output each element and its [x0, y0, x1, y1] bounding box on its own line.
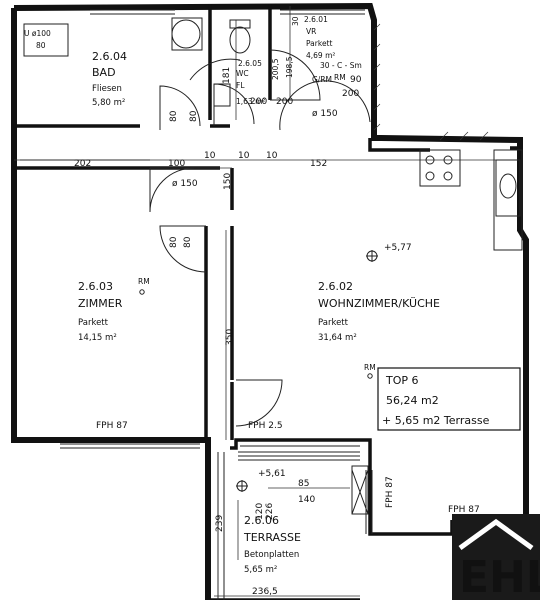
wohnen-number: 2.6.02 — [318, 280, 353, 293]
dim-350: 350 — [225, 329, 235, 346]
wohnen-area: 31,64 m² — [318, 333, 357, 343]
fixtures — [23, 17, 523, 515]
bad-floor: Fliesen — [92, 84, 122, 94]
wohnen-name: WOHNZIMMER/KÜCHE — [318, 297, 440, 310]
terrasse-number: 2.6.06 — [244, 514, 279, 527]
bad-area: 5,80 m² — [92, 98, 125, 108]
wc-number: 2.6.05 — [238, 59, 262, 68]
rm-zimmer: RM — [138, 277, 150, 286]
fph87-bottom: FPH 87 — [448, 505, 480, 515]
zimmer-name: ZIMMER — [78, 297, 123, 310]
dim-239: 239 — [215, 515, 225, 532]
fridge-icon — [495, 159, 521, 217]
toilet-icon — [229, 26, 251, 54]
dim-200c: 200 — [342, 89, 359, 99]
dim-150b: ø 150 — [312, 109, 338, 119]
dim-200b: 200 — [276, 97, 293, 107]
dim-181: 181 — [222, 67, 232, 84]
dim-150c: 150 — [223, 173, 233, 190]
dim-30: 30 — [291, 16, 300, 26]
vr-area: 4,69 m² — [306, 51, 335, 60]
fph25: FPH 2.5 — [248, 421, 283, 431]
summary-line2: 56,24 m2 — [386, 394, 439, 407]
wc-area: 1,63 m² — [236, 97, 265, 106]
hatch-wall — [373, 23, 489, 141]
dim-140: 140 — [298, 495, 315, 505]
vr-floor: Parkett — [306, 39, 332, 48]
bathtub — [23, 23, 69, 57]
summary-box — [377, 367, 521, 431]
logo-text: EHL — [459, 552, 540, 600]
dim-2005: 200,5 — [271, 58, 280, 80]
fph87-right: FPH 87 — [385, 476, 395, 508]
dim-150a: ø 150 — [172, 179, 198, 189]
interior-walls — [14, 4, 272, 440]
dim-80d: 80 — [189, 110, 199, 122]
dim-80c: 80 — [183, 236, 193, 248]
terrasse-floor: Betonplatten — [244, 550, 299, 560]
dim-10a: 10 — [204, 151, 216, 161]
dim-120: 120 — [255, 503, 265, 520]
dim-90: 90 — [350, 75, 362, 85]
outer-walls — [11, 2, 529, 600]
dim-100: 100 — [168, 159, 185, 169]
stove-icon — [419, 149, 461, 187]
dim-226: 226 — [265, 503, 275, 520]
dim-202: 202 — [74, 159, 91, 169]
elevation-wohnen: +5,77 — [384, 243, 412, 253]
terrasse-name: TERRASSE — [243, 531, 301, 544]
rm-wohnen: RM — [364, 363, 376, 372]
summary-line3: + 5,65 m2 Terrasse — [382, 414, 490, 427]
dim-80b: 80 — [169, 236, 179, 248]
cm-label: 30 - C - Sm — [320, 61, 362, 70]
zimmer-number: 2.6.03 — [78, 280, 113, 293]
vr-name: VR — [306, 27, 316, 36]
dim-fl100: U ø100 — [24, 29, 51, 38]
door-swings — [149, 49, 371, 427]
dim-2365: 236,5 — [252, 587, 278, 597]
dim-10b: 10 — [238, 151, 250, 161]
bad-number: 2.6.04 — [92, 50, 127, 63]
zimmer-floor: Parkett — [78, 318, 109, 328]
vr-number: 2.6.01 — [304, 15, 328, 24]
grm-label: G/RM — [312, 75, 332, 84]
dim-1985: 198,5 — [285, 56, 294, 78]
marker-icon — [236, 480, 248, 492]
wc-name: WC — [236, 69, 249, 78]
dim-fl80: 80 — [36, 41, 46, 50]
wc-floor: FL — [236, 81, 245, 90]
dimension-lines — [14, 6, 520, 597]
dim-200a: 200 — [250, 97, 267, 107]
ehl-logo: EHL — [452, 514, 540, 600]
fph87-left: FPH 87 — [96, 421, 128, 431]
terrasse-area: 5,65 m² — [244, 565, 277, 575]
dim-10c: 10 — [266, 151, 278, 161]
dim-85: 85 — [298, 479, 309, 489]
summary-line1: TOP 6 — [385, 374, 419, 387]
dim-80a: 80 — [169, 110, 179, 122]
rm-vr: RM — [334, 73, 346, 82]
bad-name: BAD — [92, 66, 116, 79]
elevation-terrasse: +5,61 — [258, 469, 286, 479]
zimmer-area: 14,15 m² — [78, 333, 117, 343]
sink-icon — [171, 19, 201, 49]
dim-152: 152 — [310, 159, 327, 169]
wohnen-floor: Parkett — [318, 318, 349, 328]
marker-icon — [366, 250, 378, 262]
